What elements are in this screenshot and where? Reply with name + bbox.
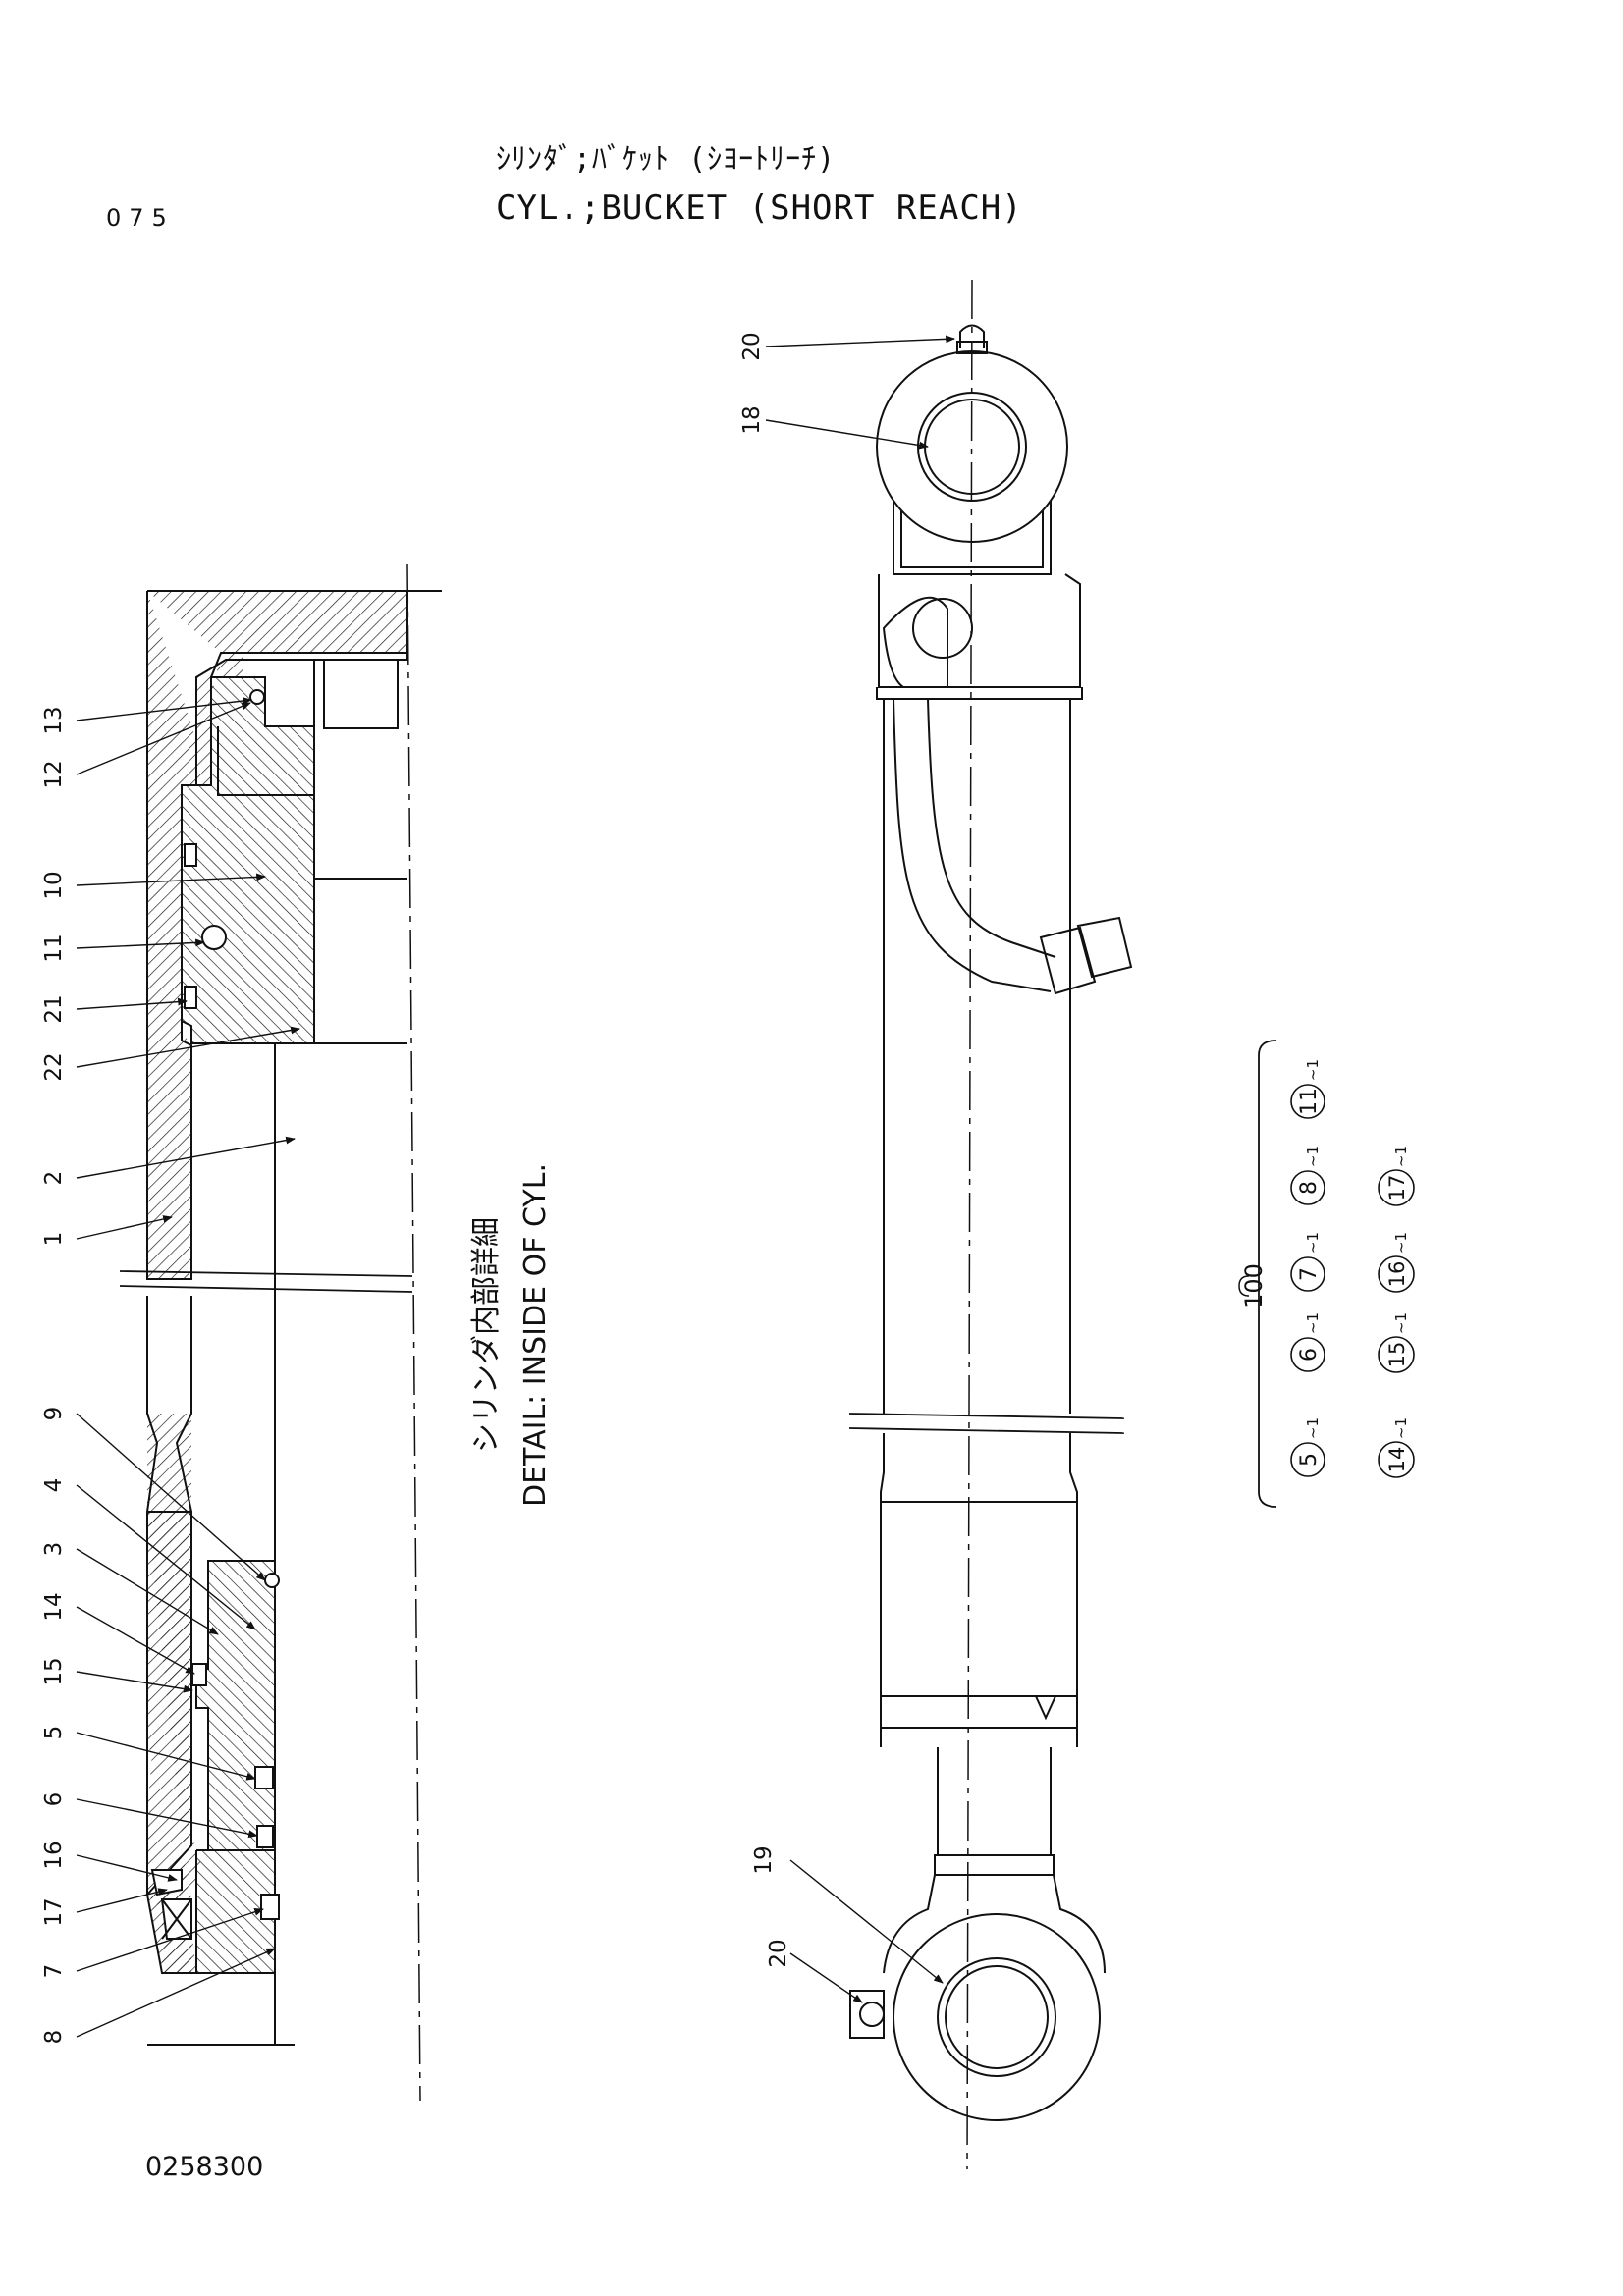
callout-5: 5 xyxy=(41,1726,67,1740)
title-japanese: ｼﾘﾝﾀﾞ;ﾊﾞｹｯﾄ (ｼﾖｰﾄﾘｰﾁ) xyxy=(496,142,837,177)
kit-part-8: 8 xyxy=(1297,1181,1322,1195)
callout-13: 13 xyxy=(41,706,67,734)
seal-kit-100: 100 5 6 7 8 11 ~1 ~1 ~1 ~1 ~1 xyxy=(1238,1040,1415,1508)
kit-qty-8: ~1 xyxy=(1304,1146,1322,1167)
kit-row-1-qty: ~1 ~1 ~1 ~1 ~1 xyxy=(1304,1059,1322,1439)
detail-label-japanese: シリンダ内部詳細 xyxy=(469,1217,504,1453)
kit-row-2-labels: 14 15 16 17 xyxy=(1385,1175,1409,1473)
title-english: CYL.;BUCKET (SHORT REACH) xyxy=(496,188,1023,228)
kit-part-11: 11 xyxy=(1297,1088,1322,1115)
kit-part-14: 14 xyxy=(1385,1447,1409,1473)
cylinder-detail-section xyxy=(119,563,442,2102)
kit-part-7: 7 xyxy=(1297,1267,1322,1281)
callout-22: 22 xyxy=(41,1052,67,1081)
callout-4: 4 xyxy=(41,1478,67,1493)
kit-qty-16: ~1 xyxy=(1392,1232,1410,1254)
callout-9: 9 xyxy=(41,1407,67,1421)
callout-21: 21 xyxy=(41,994,67,1023)
kit-qty-11: ~1 xyxy=(1304,1059,1322,1081)
kit-part-15: 15 xyxy=(1385,1342,1409,1368)
kit-qty-15: ~1 xyxy=(1392,1312,1410,1334)
kit-part-5: 5 xyxy=(1297,1453,1322,1467)
main-leaders xyxy=(765,335,955,2003)
kit-qty-6: ~1 xyxy=(1304,1312,1322,1334)
kit-qty-14: ~1 xyxy=(1392,1417,1410,1439)
callout-14: 14 xyxy=(41,1592,67,1621)
kit-row-1 xyxy=(1290,1084,1325,1477)
callout-12: 12 xyxy=(41,760,67,788)
kit-qty-17: ~1 xyxy=(1392,1146,1410,1167)
kit-row-2 xyxy=(1378,1169,1415,1478)
cylinder-assembly-view xyxy=(848,279,1133,2170)
callout-17: 17 xyxy=(41,1897,67,1926)
kit-part-16: 16 xyxy=(1385,1261,1409,1288)
kit-qty-7: ~1 xyxy=(1304,1232,1322,1254)
callout-2: 2 xyxy=(41,1171,67,1186)
callout-15: 15 xyxy=(41,1657,67,1685)
callout-20-top: 20 xyxy=(739,332,765,360)
callout-19: 19 xyxy=(751,1845,777,1874)
kit-row-1-labels: 5 6 7 8 11 xyxy=(1297,1088,1322,1467)
detail-callout-numbers: 13 12 10 11 21 22 2 1 9 4 3 14 15 5 6 16… xyxy=(41,706,67,2044)
callout-8: 8 xyxy=(41,2030,67,2045)
callout-6: 6 xyxy=(41,1792,67,1807)
kit-qty-5: ~1 xyxy=(1304,1417,1322,1439)
kit-number: 100 xyxy=(1240,1263,1268,1308)
callout-1: 1 xyxy=(41,1232,67,1247)
callout-3: 3 xyxy=(41,1542,67,1557)
kit-part-6: 6 xyxy=(1297,1348,1322,1362)
drawing-number: 0258300 xyxy=(145,2152,264,2182)
kit-part-17: 17 xyxy=(1385,1175,1409,1201)
page-number: 075 xyxy=(106,204,175,232)
callout-11: 11 xyxy=(41,934,67,962)
callout-10: 10 xyxy=(41,871,67,899)
detail-leaders xyxy=(76,697,300,2038)
main-callout-numbers: 20 18 19 20 xyxy=(739,332,791,1967)
callout-7: 7 xyxy=(41,1964,67,1979)
callout-16: 16 xyxy=(41,1841,67,1869)
callout-18: 18 xyxy=(739,405,765,434)
detail-label-english: DETAIL: INSIDE OF CYL. xyxy=(518,1163,553,1507)
callout-20-bottom: 20 xyxy=(766,1939,791,1967)
kit-row-2-qty: ~1 ~1 ~1 ~1 xyxy=(1392,1146,1410,1439)
